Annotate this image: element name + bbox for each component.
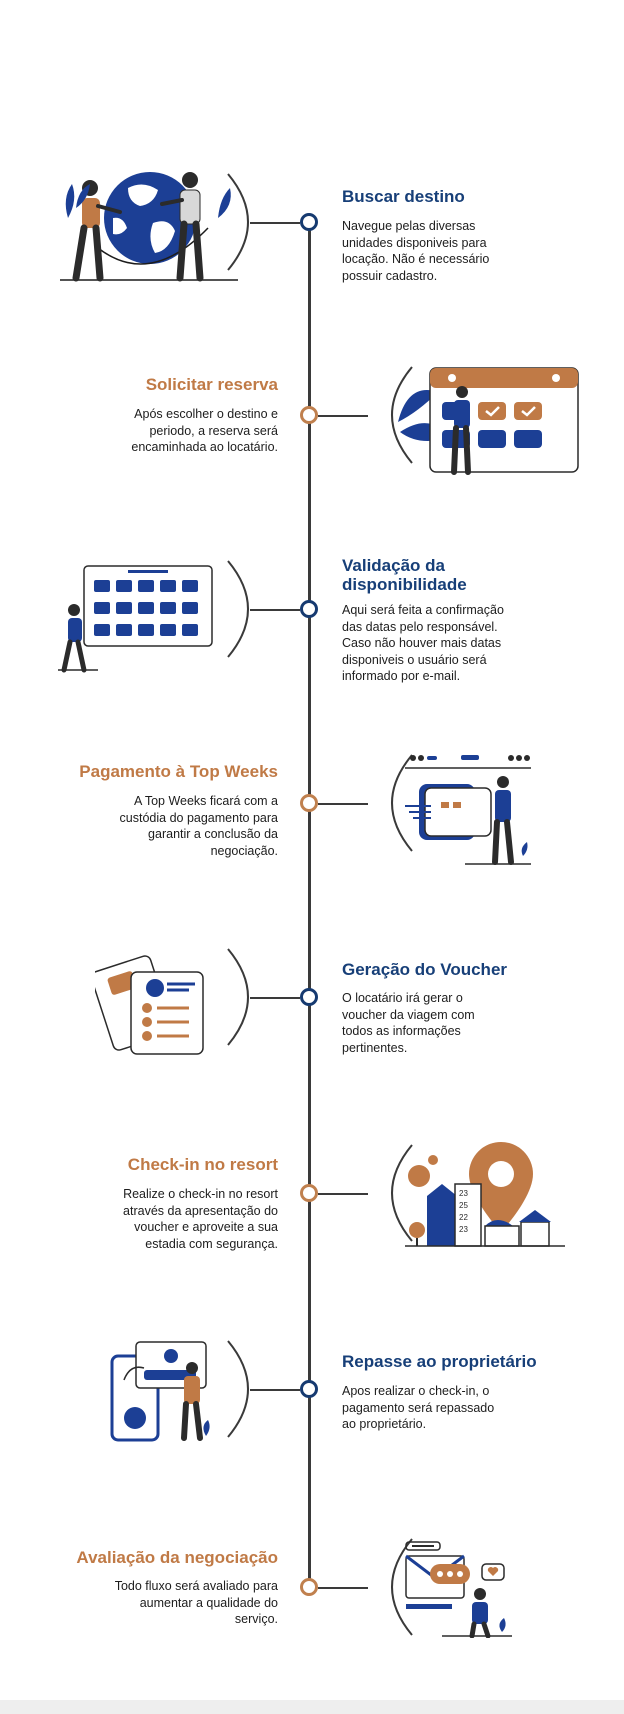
timeline-node-8 xyxy=(300,1578,318,1596)
connector-7 xyxy=(250,1389,300,1391)
step-desc-5: O locatário irá gerar o voucher da viage… xyxy=(342,991,475,1055)
step-desc-3: Aqui será feita a confirmação das datas … xyxy=(342,603,504,683)
step-title-8: Avaliação da negociação xyxy=(76,1548,278,1567)
arc-6 xyxy=(391,1144,413,1242)
resort-floor-number: 22 xyxy=(459,1213,468,1222)
arc-4 xyxy=(391,754,413,852)
step-title-5: Geração do Voucher xyxy=(342,960,508,979)
globe-people-icon xyxy=(60,172,238,282)
resort-location-icon: 23 25 22 23 xyxy=(405,1142,565,1247)
timeline-line xyxy=(308,222,311,1587)
resort-floor-number: 25 xyxy=(459,1201,468,1210)
arc-8 xyxy=(391,1538,413,1636)
timeline-node-2 xyxy=(300,406,318,424)
step-title-1: Buscar destino xyxy=(342,187,465,206)
step-title-4: Pagamento à Top Weeks xyxy=(79,762,278,781)
timeline-node-4 xyxy=(300,794,318,812)
connector-1 xyxy=(250,222,300,224)
arc-7 xyxy=(227,1340,249,1438)
step-desc-1: Navegue pelas diversas unidades disponiv… xyxy=(342,219,490,283)
schedule-grid-icon xyxy=(58,565,213,673)
credit-card-icon xyxy=(405,755,531,865)
step-title-3: Validação da disponibilidade xyxy=(342,556,467,594)
connector-4 xyxy=(318,803,368,805)
timeline-node-1 xyxy=(300,213,318,231)
step-title-2: Solicitar reserva xyxy=(145,375,278,394)
resort-floor-number: 23 xyxy=(459,1189,468,1198)
step-desc-6: Realize o check-in no resort através da … xyxy=(123,1187,278,1251)
step-title-7: Repasse ao proprietário xyxy=(342,1352,537,1371)
connector-5 xyxy=(250,997,300,999)
review-feedback-icon xyxy=(405,1541,512,1638)
step-desc-4: A Top Weeks ficará com a custódia do pag… xyxy=(119,794,278,858)
step-desc-7: Apos realizar o check-in, o pagamento se… xyxy=(342,1384,495,1431)
voucher-document-icon xyxy=(95,955,204,1055)
connector-3 xyxy=(250,609,300,611)
step-desc-8: Todo fluxo será avaliado para aumentar a… xyxy=(114,1579,278,1626)
connector-6 xyxy=(318,1193,368,1195)
resort-floor-number: 23 xyxy=(459,1225,468,1234)
arc-1 xyxy=(227,173,249,271)
bottom-band xyxy=(0,1700,624,1714)
step-desc-2: Após escolher o destino e periodo, a res… xyxy=(131,407,278,454)
arc-2 xyxy=(391,366,413,464)
connector-2 xyxy=(318,415,368,417)
timeline-node-5 xyxy=(300,988,318,1006)
arc-3 xyxy=(227,560,249,658)
calendar-board-icon xyxy=(398,367,579,475)
payment-transfer-icon xyxy=(110,1341,210,1442)
timeline-node-3 xyxy=(300,600,318,618)
timeline-node-7 xyxy=(300,1380,318,1398)
arc-5 xyxy=(227,948,249,1046)
timeline-node-6 xyxy=(300,1184,318,1202)
connector-8 xyxy=(318,1587,368,1589)
step-title-6: Check-in no resort xyxy=(127,1155,278,1174)
